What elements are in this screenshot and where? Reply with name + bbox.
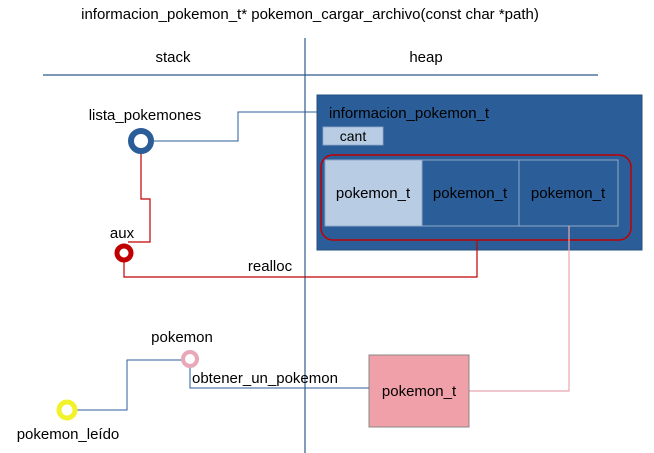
array-highlight-outline — [320, 154, 632, 241]
heap-pokemon-box — [368, 354, 470, 428]
lista-to-aux-link — [128, 154, 151, 243]
lista-pokemones-pointer — [154, 111, 317, 142]
array-cell-2-label: pokemon_t — [531, 185, 606, 202]
pokemon-node — [181, 350, 199, 368]
aux-realloc-pointer — [123, 240, 478, 278]
pokemon-to-heap-pointer — [189, 366, 369, 389]
array-cell-1-label: pokemon_t — [433, 185, 508, 202]
heap-section-label: heap — [409, 49, 442, 66]
leido-to-pokemon-link — [77, 359, 182, 411]
array-cell-2 — [518, 159, 619, 227]
pokemon-label: pokemon — [151, 329, 213, 346]
realloc-label: realloc — [248, 258, 293, 275]
cant-field-box — [322, 126, 384, 146]
aux-label: aux — [110, 225, 135, 242]
lista-pokemones-label: lista_pokemones — [89, 107, 202, 124]
heap-struct-name: informacion_pokemon_t — [329, 105, 490, 122]
array-cell-0-label: pokemon_t — [336, 185, 411, 202]
array-to-pokemon-link — [469, 226, 570, 392]
stack-section-label: stack — [155, 49, 191, 66]
array-cell-0 — [324, 159, 423, 227]
pokemon-leido-node — [56, 399, 78, 421]
array-cell-1 — [421, 159, 520, 227]
pokemon-leido-label: pokemon_leído — [17, 426, 120, 443]
cant-field-label: cant — [340, 128, 367, 144]
lista-pokemones-node — [128, 128, 154, 154]
function-signature-title: informacion_pokemon_t* pokemon_cargar_ar… — [81, 6, 539, 23]
heap-pokemon-label: pokemon_t — [382, 383, 457, 400]
aux-node — [114, 243, 134, 263]
obtener-un-pokemon-label: obtener_un_pokemon — [192, 370, 338, 387]
